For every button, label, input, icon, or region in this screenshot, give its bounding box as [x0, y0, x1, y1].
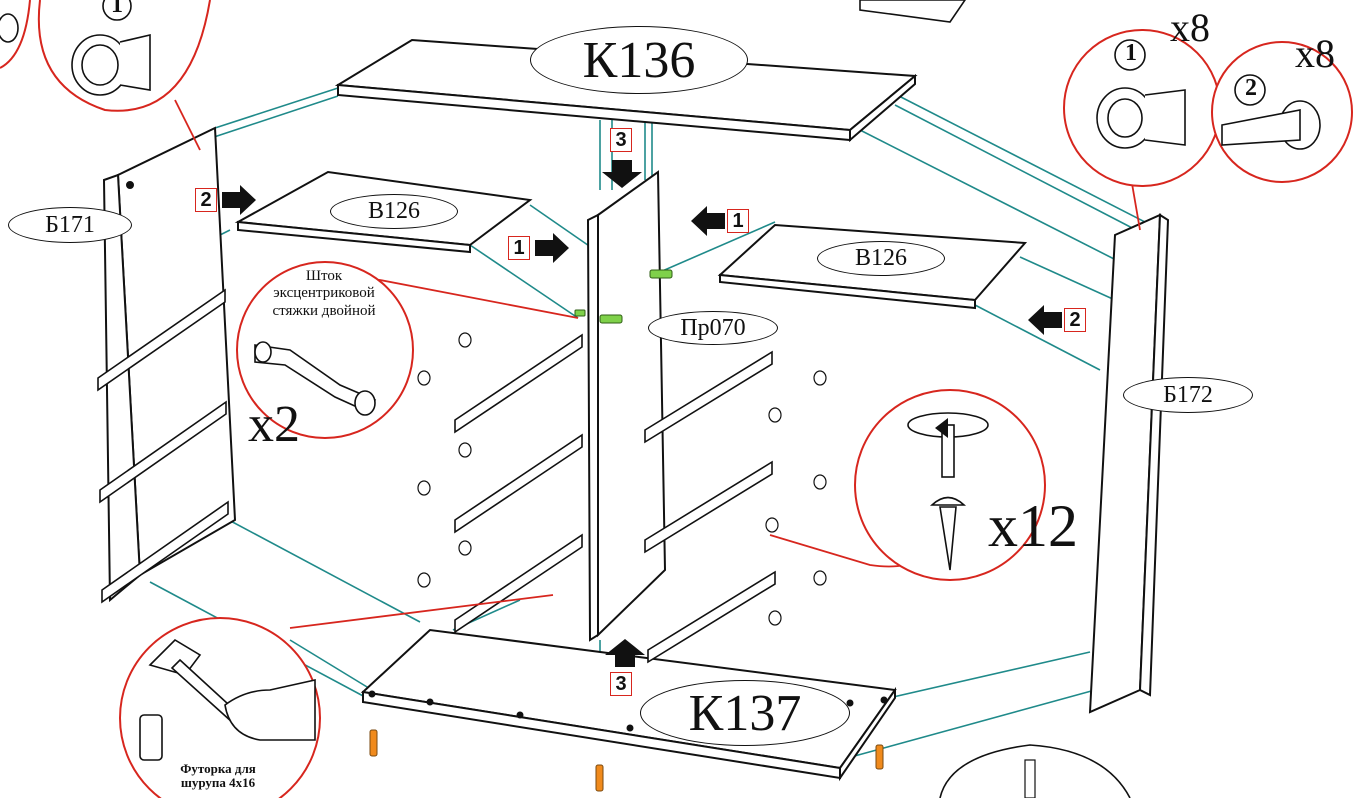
callout-cam-right: [1063, 29, 1353, 187]
rod-label: Шток эксцентриковой стяжки двойной: [272, 268, 376, 319]
step-marker-1-right-text: 1: [732, 209, 744, 232]
label-shelf-right-text: В126: [854, 245, 907, 271]
panel-divider: [586, 170, 667, 642]
callout-bottom-right: [939, 744, 1131, 798]
center-drawer-slides: [454, 333, 776, 664]
label-left-side-text: Б171: [45, 211, 95, 238]
guide-lines: [149, 87, 1146, 761]
qty-cam-tool: x8: [1295, 31, 1335, 76]
label-bottom-panel-text: К137: [688, 684, 802, 742]
green-fittings: [574, 269, 673, 324]
step-marker-2-right: 2: [1064, 308, 1086, 332]
qty-cam: x8: [1170, 5, 1210, 50]
label-left-side: Б171: [8, 207, 132, 243]
dowel-label: Футорка для шурупа 4x16: [180, 761, 256, 790]
callout-hammer: [119, 617, 321, 798]
label-right-side-text: Б172: [1163, 381, 1213, 408]
step-marker-3-top: 3: [610, 128, 632, 152]
callout-screw: [854, 389, 1046, 581]
step-marker-3-bottom: 3: [610, 672, 632, 696]
label-divider-text: Пр070: [680, 314, 746, 341]
step-marker-2-left-text: 2: [200, 188, 212, 211]
callout-rod: [236, 261, 414, 439]
label-right-side: Б172: [1123, 377, 1253, 413]
callout-cam-left: [0, 0, 211, 112]
label-shelf-left: В126: [330, 194, 458, 229]
top-partial-piece: [859, 0, 966, 23]
callout-cam-step-1: 1: [1125, 40, 1137, 66]
panel-right-side: [1088, 213, 1170, 714]
label-bottom-panel: К137: [640, 680, 850, 746]
qty-rod: x2: [248, 396, 300, 453]
callout-cam-left-step: 1: [111, 0, 123, 18]
screws: [417, 332, 827, 626]
left-drawer-slides: [97, 288, 229, 604]
step-marker-3-top-text: 3: [615, 128, 627, 151]
label-top-panel-text: К136: [582, 31, 696, 89]
step-arrows: [222, 160, 1062, 667]
step-marker-2-right-text: 2: [1069, 308, 1081, 331]
label-shelf-left-text: В126: [367, 198, 420, 224]
step-marker-2-left: 2: [195, 188, 217, 212]
bottom-dowels: [369, 729, 884, 792]
qty-screw: x12: [988, 493, 1078, 559]
callout-cam-step-2: 2: [1245, 75, 1257, 101]
label-top-panel: К136: [530, 26, 748, 94]
step-marker-1-left: 1: [508, 236, 530, 260]
step-marker-1-left-text: 1: [513, 236, 525, 259]
step-marker-3-bottom-text: 3: [615, 672, 627, 695]
step-marker-1-right: 1: [727, 209, 749, 233]
label-divider: Пр070: [648, 311, 778, 345]
label-shelf-right: В126: [817, 241, 945, 276]
